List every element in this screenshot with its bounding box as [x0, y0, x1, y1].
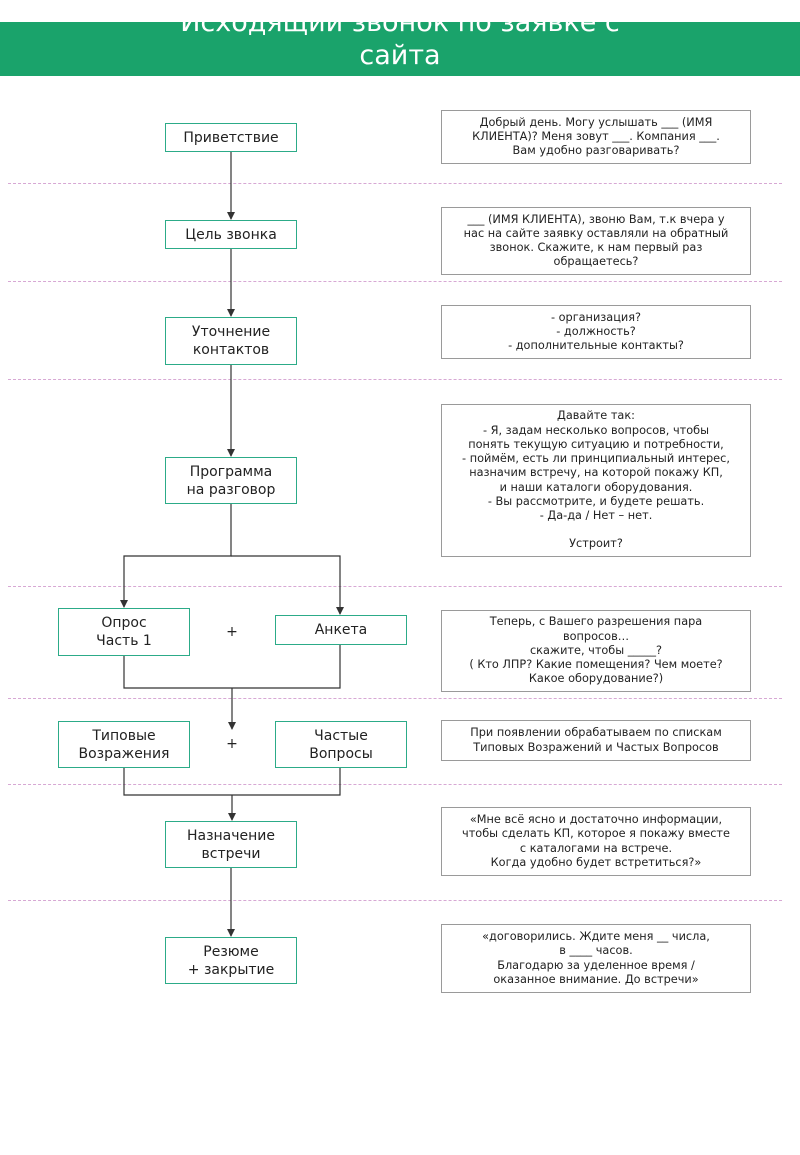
note-contacts: - организация? - должность? - дополнител… [441, 305, 751, 359]
node-faq: Частые Вопросы [275, 721, 407, 768]
node-call-goal: Цель звонка [165, 220, 297, 249]
section-separator [8, 379, 782, 380]
note-objections: При появлении обрабатываем по спискам Ти… [441, 720, 751, 761]
note-survey: Теперь, с Вашего разрешения пара вопросо… [441, 610, 751, 692]
node-greeting: Приветствие [165, 123, 297, 152]
node-meeting: Назначение встречи [165, 821, 297, 868]
section-separator [8, 281, 782, 282]
note-summary: «договорились. Ждите меня __ числа, в __… [441, 924, 751, 993]
section-separator [8, 586, 782, 587]
node-objections: Типовые Возражения [58, 721, 190, 768]
plus-sign: + [226, 736, 238, 752]
node-summary: Резюме + закрытие [165, 937, 297, 984]
section-separator [8, 900, 782, 901]
note-greeting: Добрый день. Могу услышать ___ (ИМЯ КЛИЕ… [441, 110, 751, 164]
arrow-program-to-survey [120, 504, 232, 608]
note-program: Давайте так: - Я, задам несколько вопрос… [441, 404, 751, 557]
page-title-line2: сайта [359, 40, 441, 71]
node-survey: Опрос Часть 1 [58, 608, 190, 656]
merge-objections-faq [123, 768, 341, 796]
arrow-program-to-form [231, 555, 344, 615]
node-contacts: Уточнение контактов [165, 317, 297, 365]
note-call-goal: ___ (ИМЯ КЛИЕНТА), звоню Вам, т.к вчера … [441, 207, 751, 275]
page-title-line1: Исходящий звонок по заявке с [180, 22, 620, 38]
plus-sign: + [226, 624, 238, 640]
note-meeting: «Мне всё ясно и достаточно информации, ч… [441, 807, 751, 876]
header-banner: Исходящий звонок по заявке с сайта [0, 22, 800, 76]
node-form: Анкета [275, 615, 407, 645]
section-separator [8, 183, 782, 184]
section-separator [8, 698, 782, 699]
section-separator [8, 784, 782, 785]
node-program: Программа на разговор [165, 457, 297, 504]
